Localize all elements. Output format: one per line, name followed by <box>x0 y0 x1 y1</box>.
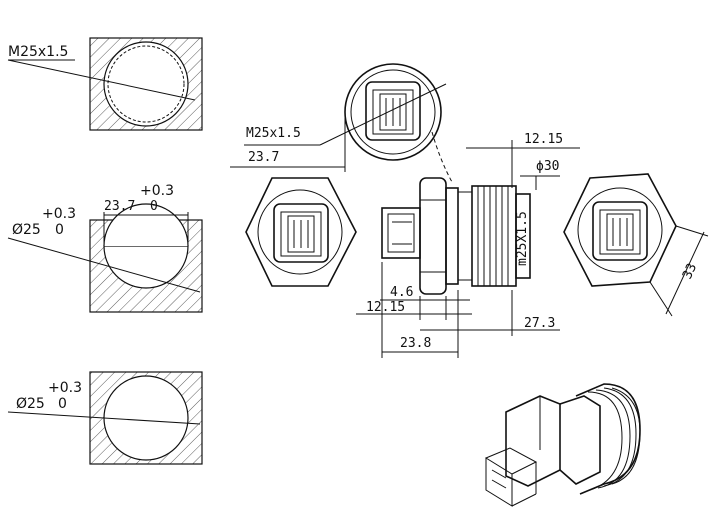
width-tol-upper: +0.3 <box>140 183 174 199</box>
dim-27-3: 27.3 <box>524 316 555 331</box>
diameter-value: Ø25 <box>16 396 45 412</box>
diameter-tol-lower: 0 <box>58 396 67 412</box>
dim-23-8: 23.8 <box>400 336 431 351</box>
across-flats-label: 33 <box>680 261 700 282</box>
dim-phi30: ϕ30 <box>536 159 559 174</box>
width-tol-lower: 0 <box>150 199 158 214</box>
thread-leader-line <box>319 83 447 146</box>
connector-top-view: M25x1.5 23.7 <box>230 63 453 183</box>
connector-isometric-view <box>484 383 641 507</box>
connector-hex-rear-view: 33 <box>563 173 709 317</box>
thread-leader-line <box>7 59 196 101</box>
dim-12-15-top: 12.15 <box>524 132 563 147</box>
top-width-label: 23.7 <box>248 150 279 165</box>
connector-side-view: m25X1.5 12.15 ϕ30 4.6 12.15 27.3 23.8 <box>356 132 580 358</box>
panel-cutout-round: +0.3 Ø25 0 <box>7 371 203 465</box>
diameter-tol-lower: 0 <box>55 222 64 238</box>
diameter-value: Ø25 <box>12 222 41 238</box>
diameter-tol-upper: +0.3 <box>48 380 82 396</box>
dim-4-6: 4.6 <box>390 285 413 300</box>
connector-hex-front-view <box>245 177 357 287</box>
diameter-tol-upper: +0.3 <box>42 206 76 222</box>
thread-label: M25x1.5 <box>8 44 68 60</box>
diameter-leader-line <box>7 411 201 425</box>
width-value: 23.7 <box>104 199 135 214</box>
across-flats-dimension-line <box>665 231 705 315</box>
diameter-leader-line <box>7 237 201 293</box>
panel-cutout-d-flat: 23.7 0 +0.3 +0.3 Ø25 0 <box>7 183 203 313</box>
dim-12-15-bottom: 12.15 <box>366 300 405 315</box>
top-thread-label: M25x1.5 <box>246 126 301 141</box>
side-thread-label: m25X1.5 <box>515 211 530 266</box>
panel-cutout-threaded: M25x1.5 <box>7 37 203 131</box>
